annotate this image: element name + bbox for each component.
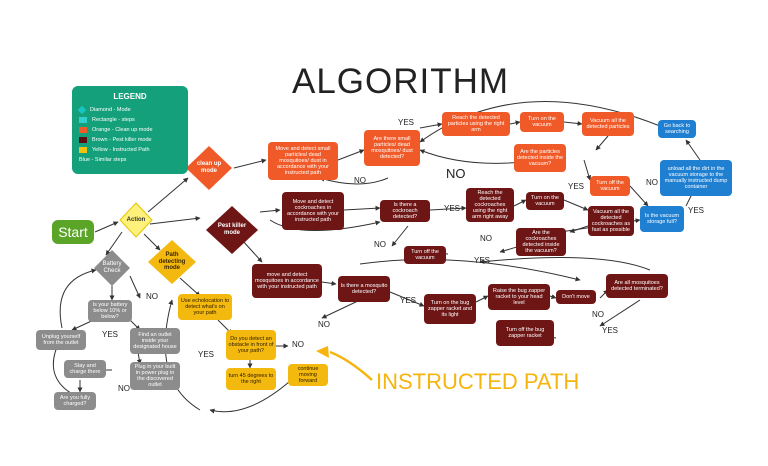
instructed-path-label: INSTRUCTED PATH	[376, 369, 580, 394]
start-node: Start	[52, 220, 94, 244]
pest-vacuum-off-step: Turn off the vacuum	[404, 246, 446, 264]
no-label: NO	[446, 166, 466, 181]
clean-reach-step: Reach the detected particles using the r…	[442, 112, 510, 136]
clean-up-mode-diamond	[186, 146, 232, 190]
rectangle-swatch-icon	[79, 117, 87, 123]
unload-dirt-step: unload all the dirt in the vacuum storag…	[660, 160, 732, 196]
orange-swatch-icon	[79, 127, 87, 133]
battery-check-label: Battery Check	[102, 261, 122, 274]
yes-label: YES	[400, 296, 417, 305]
legend-item: Rectangle - steps	[79, 117, 135, 123]
no-label: NO	[118, 384, 130, 393]
no-label: NO	[292, 340, 304, 349]
no-label: NO	[374, 240, 386, 249]
pest-dont-move-step: Don't move	[556, 290, 596, 304]
pest-cockroach-inside-decision: Are the cockroaches detected inside the …	[516, 228, 566, 256]
pest-move-cockroach-step: Move and detect cockroaches in accordanc…	[282, 192, 344, 230]
clean-particles-inside-decision: Are the particles detected inside the va…	[514, 144, 566, 172]
no-label: NO	[318, 320, 330, 329]
yes-label: YES	[198, 350, 215, 359]
clean-up-mode-label: clean up mode	[196, 161, 222, 174]
clean-vacuum-all-step: Vacuum all the detected particles	[582, 112, 634, 136]
battery-below-decision: Is your battery below 10% or below?	[88, 300, 132, 322]
pest-cockroach-decision: Is there a cockroach detected?	[380, 200, 430, 222]
continue-forward-step: continue moving forward	[288, 364, 328, 386]
path-detecting-mode-diamond	[148, 240, 196, 284]
legend-item: Orange - Clean up mode	[79, 127, 153, 133]
echolocation-step: Use echolocation to detect what's on you…	[178, 294, 232, 320]
legend-heading: LEGEND	[113, 92, 147, 101]
yes-label: YES	[444, 204, 461, 213]
no-label: NO	[592, 310, 604, 319]
pest-killer-mode-label: Pest killer mode	[217, 223, 247, 236]
legend-item: Brown - Pest killer mode	[79, 137, 152, 143]
pest-mosquito-decision: Is there a mosquito detected?	[338, 276, 390, 302]
pest-zapper-off-step: Turn off the bug zapper racket	[496, 320, 554, 346]
no-label: NO	[480, 234, 492, 243]
page-title: ALGORITHM	[292, 62, 510, 101]
stay-charge-step: Stay and charge there	[64, 360, 106, 378]
go-back-searching-step: Go back to searching	[658, 120, 696, 138]
yes-label: YES	[474, 256, 491, 265]
pest-killer-mode-diamond	[206, 206, 258, 254]
clean-particles-decision: Are there small particles/ dead mosquito…	[364, 130, 420, 166]
brown-swatch-icon	[79, 137, 87, 143]
pest-reach-cockroach-step: Reach the detected cockroaches using the…	[466, 188, 514, 222]
action-diamond	[119, 202, 153, 238]
pest-vacuum-on-step: Turn on the vacuum	[526, 192, 564, 210]
yellow-swatch-icon	[79, 147, 87, 153]
action-label: Action	[126, 216, 146, 223]
plug-in-step: Plug in your built in power plug in the …	[130, 362, 180, 390]
find-outlet-step: Find an outlet inside your designated ho…	[130, 328, 180, 354]
pest-all-terminated-decision: Are all mosquitoes detected terminated?	[606, 274, 668, 298]
legend-item: Diamond - Mode	[77, 105, 131, 115]
yes-label: YES	[102, 330, 119, 339]
no-label: NO	[146, 292, 158, 301]
legend-item: Blue - Similar steps	[79, 157, 127, 163]
unplug-step: Unplug yourself from the outlet	[36, 330, 86, 350]
legend-panel: LEGEND Diamond - Mode Rectangle - steps …	[72, 86, 188, 174]
turn-45-step: turn 45 degrees to the right	[226, 368, 276, 390]
pest-zapper-on-step: Turn on the bug zapper racket and its li…	[424, 294, 476, 324]
pest-raise-zapper-step: Raise the bug zapper racket to your head…	[488, 284, 550, 310]
obstacle-decision: Do you detect an obstacle in front of yo…	[226, 330, 276, 360]
legend-item: Yellow - Instructed Path	[79, 147, 150, 153]
pest-move-mosquito-step: move and detect mosquitoes in accordance…	[252, 264, 322, 298]
clean-vacuum-off-step: Turn off the vacuum	[590, 176, 630, 196]
fully-charged-decision: Are you fully charged?	[54, 392, 96, 410]
yes-label: YES	[688, 206, 705, 215]
path-detecting-mode-label: Path detecting mode	[158, 252, 186, 272]
clean-vacuum-on-step: Turn on the vacuum	[520, 112, 564, 132]
clean-move-detect-step: Move and detect small particles/ dead mo…	[268, 142, 338, 180]
no-label: NO	[354, 176, 366, 185]
pest-vacuum-cockroach-step: Vacuum all the detected cockroaches as f…	[588, 206, 634, 236]
vacuum-full-decision: Is the vacuum storage full?	[640, 206, 684, 232]
battery-check-diamond	[94, 250, 130, 286]
yes-label: YES	[568, 182, 585, 191]
no-label: NO	[646, 178, 658, 187]
yes-label: YES	[602, 326, 619, 335]
yes-label: YES	[398, 118, 415, 127]
